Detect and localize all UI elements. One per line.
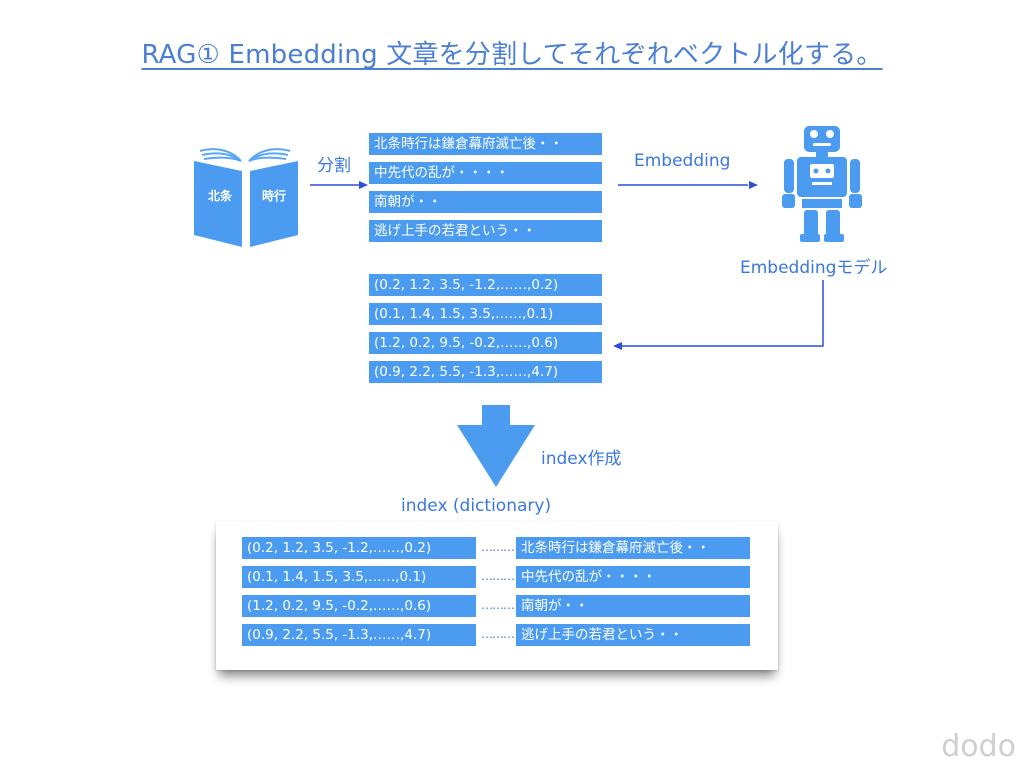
index-text-cell: 北条時行は鎌倉幕府滅亡後・・ [516, 537, 750, 559]
vector-box: (0.1, 1.4, 1.5, 3.5,……,0.1) [369, 303, 602, 325]
page-title: RAG① Embedding 文章を分割してそれぞれベクトル化する。 [0, 34, 1024, 71]
vector-box: (0.9, 2.2, 5.5, -1.3,……,4.7) [369, 361, 602, 383]
index-vector-cell: (1.2, 0.2, 9.5, -0.2,……,0.6) [242, 595, 476, 617]
index-dots: ……… [481, 598, 515, 612]
index-row: (0.9, 2.2, 5.5, -1.3,……,4.7) ……… 逃げ上手の若君… [242, 624, 750, 646]
model-to-vectors-arrow [613, 280, 824, 350]
embedding-arrow [618, 181, 758, 189]
index-vector-cell: (0.2, 1.2, 3.5, -1.2,……,0.2) [242, 537, 476, 559]
chunk-box: 南朝が・・ [369, 191, 602, 213]
vector-box: (1.2, 0.2, 9.5, -0.2,……,0.6) [369, 332, 602, 354]
vector-list: (0.2, 1.2, 3.5, -1.2,……,0.2) (0.1, 1.4, … [369, 274, 602, 383]
chunk-box: 逃げ上手の若君という・・ [369, 220, 602, 242]
index-dots: ……… [481, 569, 515, 583]
index-vector-cell: (0.9, 2.2, 5.5, -1.3,……,4.7) [242, 624, 476, 646]
split-label: 分割 [317, 156, 351, 176]
book-icon-graphic [194, 148, 298, 247]
index-create-label: index作成 [541, 449, 622, 469]
index-title: index (dictionary) [401, 496, 552, 516]
book-icon: 北条 時行 [192, 143, 300, 249]
index-dots: ……… [481, 627, 515, 641]
index-text-cell: 南朝が・・ [516, 595, 750, 617]
index-text-cell: 中先代の乱が・・・・ [516, 566, 750, 588]
index-row: (0.1, 1.4, 1.5, 3.5,……,0.1) ……… 中先代の乱が・・… [242, 566, 750, 588]
model-label: Embeddingモデル [740, 258, 888, 278]
index-vector-cell: (0.1, 1.4, 1.5, 3.5,……,0.1) [242, 566, 476, 588]
index-dots: ……… [481, 540, 515, 554]
embedding-label: Embedding [634, 151, 731, 171]
down-arrow-icon [457, 405, 535, 487]
title-text: RAG① Embedding 文章を分割してそれぞれベクトル化する。 [141, 40, 883, 70]
chunk-box: 北条時行は鎌倉幕府滅亡後・・ [369, 133, 602, 155]
chunk-list: 北条時行は鎌倉幕府滅亡後・・ 中先代の乱が・・・・ 南朝が・・ 逃げ上手の若君と… [369, 133, 602, 242]
index-row: (1.2, 0.2, 9.5, -0.2,……,0.6) ……… 南朝が・・ [242, 595, 750, 617]
index-text-cell: 逃げ上手の若君という・・ [516, 624, 750, 646]
robot-icon [782, 126, 862, 242]
vector-box: (0.2, 1.2, 3.5, -1.2,……,0.2) [369, 274, 602, 296]
index-panel: (0.2, 1.2, 3.5, -1.2,……,0.2) ……… 北条時行は鎌倉… [216, 521, 778, 670]
watermark: dodo [941, 729, 1016, 764]
book-left-label: 北条 [207, 189, 232, 203]
chunk-box: 中先代の乱が・・・・ [369, 162, 602, 184]
split-arrow [310, 181, 368, 189]
book-right-label: 時行 [261, 189, 286, 203]
index-row: (0.2, 1.2, 3.5, -1.2,……,0.2) ……… 北条時行は鎌倉… [242, 537, 750, 559]
